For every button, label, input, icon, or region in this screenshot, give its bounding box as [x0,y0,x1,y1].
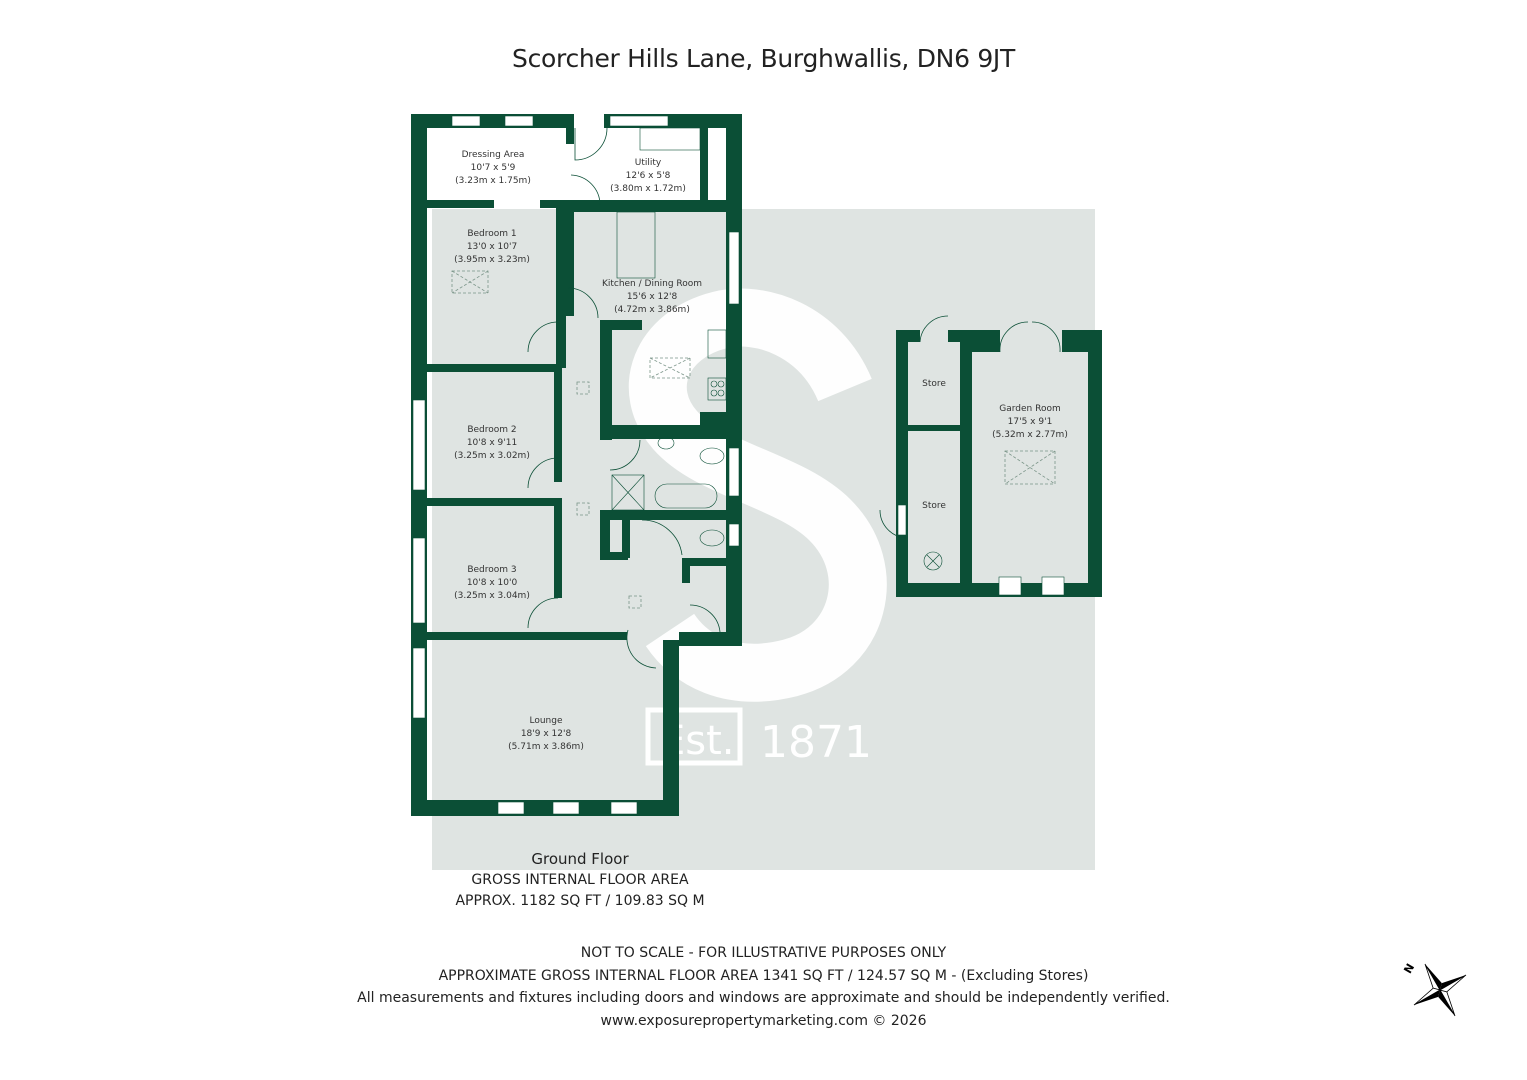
room-imperial: 15'6 x 12'8 [626,292,678,302]
room-name: Garden Room [999,404,1061,414]
room-metric: (3.25m x 3.02m) [454,451,530,461]
room-imperial: 18'9 x 12'8 [520,729,572,739]
skylights [451,270,1056,609]
room-metric: (4.72m x 3.86m) [614,305,690,315]
watermark-est-box [645,707,743,766]
room-name: Utility [634,158,662,168]
compass-rose-icon [1413,963,1467,1017]
room-bedroom-2: Bedroom 2 10'8 x 9'11 (3.25m x 3.02m) [454,424,530,463]
fixtures [611,127,943,571]
room-bedroom-3: Bedroom 3 10'8 x 10'0 (3.25m x 3.04m) [454,564,530,603]
room-store-1: Store [922,378,946,391]
room-imperial: 17'5 x 9'1 [1007,417,1053,427]
floor-area-value: APPROX. 1182 SQ FT / 109.83 SQ M [455,893,705,909]
floor-summary: Ground Floor GROSS INTERNAL FLOOR AREA A… [455,849,704,912]
room-bedroom-1: Bedroom 1 13'0 x 10'7 (3.95m x 3.23m) [454,228,530,267]
room-imperial: 13'0 x 10'7 [466,242,518,252]
room-imperial: 10'8 x 9'11 [466,438,518,448]
room-metric: (5.71m x 3.86m) [508,742,584,752]
footer-line-scale: NOT TO SCALE - FOR ILLUSTRATIVE PURPOSES… [580,945,947,961]
footer-disclaimer: NOT TO SCALE - FOR ILLUSTRATIVE PURPOSES… [0,942,1527,1032]
outbuilding-floor [908,342,1088,583]
room-imperial: 12'6 x 5'8 [625,171,671,181]
room-metric: (5.32m x 2.77m) [992,430,1068,440]
room-name: Dressing Area [461,150,525,160]
watermark-year: 1871 [760,717,872,768]
room-garden-room: Garden Room 17'5 x 9'1 (5.32m x 2.77m) [992,403,1068,442]
room-name: Bedroom 3 [467,565,517,575]
footer-line-website: www.exposurepropertymarketing.com © 2026 [600,1012,927,1029]
room-metric: (3.25m x 3.04m) [454,591,530,601]
footer-line-total-area: APPROXIMATE GROSS INTERNAL FLOOR AREA 13… [438,967,1089,984]
room-name: Store [922,501,946,511]
room-utility: Utility 12'6 x 5'8 (3.80m x 1.72m) [610,157,686,196]
room-metric: (3.23m x 1.75m) [455,176,531,186]
room-name: Kitchen / Dining Room [601,279,703,289]
room-name: Bedroom 2 [467,425,517,435]
room-name: Lounge [529,716,563,726]
room-store-2: Store [922,500,946,513]
windows [412,115,740,815]
room-imperial: 10'7 x 5'9 [470,163,516,173]
room-metric: (3.95m x 3.23m) [454,255,530,265]
room-dressing-area: Dressing Area 10'7 x 5'9 (3.23m x 1.75m) [455,149,531,188]
doors [527,127,1061,669]
page-title: Scorcher Hills Lane, Burghwallis, DN6 9J… [512,44,1015,73]
room-kitchen-dining: Kitchen / Dining Room 15'6 x 12'8 (4.72m… [602,278,702,317]
floor-name: Ground Floor [531,850,629,868]
room-imperial: 10'8 x 10'0 [466,578,518,588]
footer-line-disclaimer: All measurements and fixtures including … [357,990,1170,1006]
room-name: Store [922,379,946,389]
room-lounge: Lounge 18'9 x 12'8 (5.71m x 3.86m) [508,715,584,754]
floor-area-label: GROSS INTERNAL FLOOR AREA [471,872,689,888]
room-metric: (3.80m x 1.72m) [610,184,686,194]
room-name: Bedroom 1 [467,229,517,239]
